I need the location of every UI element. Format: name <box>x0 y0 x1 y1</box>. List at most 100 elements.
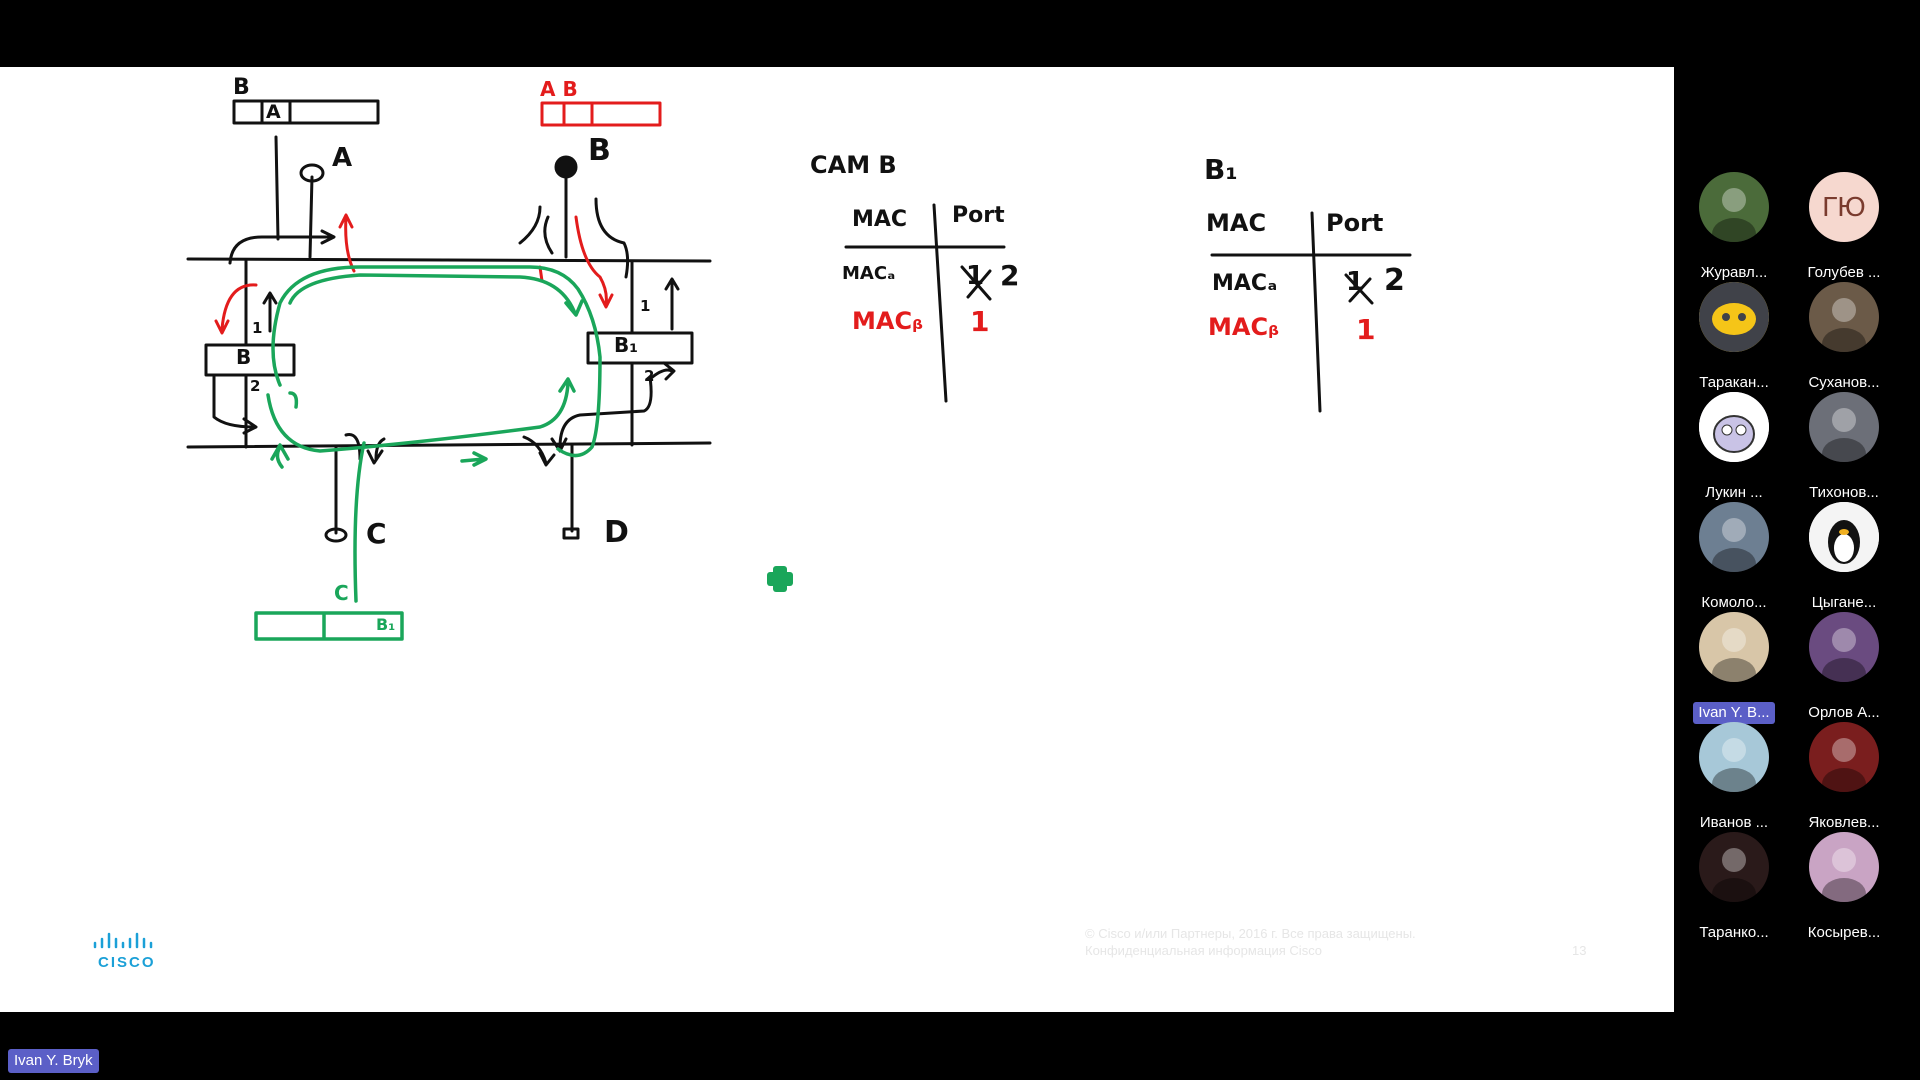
participant-name: Иванов ... <box>1699 814 1769 831</box>
participant-tile[interactable]: Тихонов... <box>1794 392 1894 502</box>
cam-b-strike <box>960 265 992 301</box>
participant-avatar <box>1809 392 1879 462</box>
confidential-line: Конфиденциальная информация Cisco <box>1085 943 1322 958</box>
participant-name: Таранко... <box>1699 924 1769 941</box>
cam-b-col-mac: MAC <box>852 207 908 232</box>
cam-b1-row1-crossed: 1 <box>1346 267 1365 297</box>
switch-b-port-2: 2 <box>250 377 261 395</box>
participant-tile[interactable]: Журавл... <box>1684 172 1784 282</box>
switch-b-port-1: 1 <box>252 319 263 337</box>
cisco-logo: CISCO <box>92 931 156 971</box>
switch-b1-box <box>586 331 694 365</box>
participant-name: Комоло... <box>1701 594 1767 611</box>
participant-avatar <box>1809 612 1879 682</box>
green-port-mark <box>288 391 299 409</box>
cam-b-row2-port: 1 <box>970 305 990 338</box>
switch-b1-port-2: 2 <box>644 367 655 385</box>
participant-avatar <box>1699 282 1769 352</box>
participant-avatar <box>1699 502 1769 572</box>
cam-b-col-port: Port <box>952 203 1005 228</box>
top-lan-line <box>186 257 712 263</box>
photo-avatar-icon <box>1822 848 1866 902</box>
frame-ab-label: A B <box>540 77 578 101</box>
participant-tile[interactable]: Комоло... <box>1684 502 1784 612</box>
host-d-label: D <box>604 515 629 550</box>
cam-b1-col-mac: MAC <box>1206 209 1267 237</box>
photo-avatar-icon <box>1822 298 1866 352</box>
arrow-d-area <box>522 435 556 467</box>
cam-b-row1-crossed: 1 <box>966 261 985 291</box>
shared-slide: B A A B A B C D B B₁ 1 2 1 2 C B₁ CAM B … <box>0 67 1674 1012</box>
photo-avatar-icon <box>1822 628 1866 682</box>
cam-b-row2-mac: MACᵦ <box>852 307 923 335</box>
host-a-link <box>274 135 314 259</box>
participant-name: Яковлев... <box>1808 814 1880 831</box>
switch-b-box <box>204 343 296 377</box>
participant-avatar <box>1809 832 1879 902</box>
frame-c-box <box>254 611 404 641</box>
participant-tile[interactable]: Цыгане... <box>1794 502 1894 612</box>
participant-tile[interactable]: Таранко... <box>1684 832 1784 942</box>
frame-c-cell: C <box>334 581 349 605</box>
participant-tile[interactable]: Лукин ... <box>1684 392 1784 502</box>
arrow-b-up <box>262 291 278 333</box>
photo-avatar-icon <box>1822 738 1866 792</box>
participant-name: Таракан... <box>1699 374 1769 391</box>
participant-name: Голубев ... <box>1807 264 1881 281</box>
photo-avatar-icon <box>1712 738 1756 792</box>
cam-b-row1-port: 2 <box>1000 259 1020 292</box>
green-loop-outer <box>271 265 602 458</box>
host-a-node <box>299 163 325 183</box>
cam-b1-row2-mac: MACᵦ <box>1208 313 1279 341</box>
frame-a-cell: A <box>266 101 281 123</box>
participant-name: Журавл... <box>1700 264 1768 281</box>
cam-b-title: CAM B <box>810 151 897 179</box>
host-a-label: A <box>332 143 353 173</box>
switch-b1-port-1: 1 <box>640 297 651 315</box>
arrow-b1-up <box>664 277 680 331</box>
footer-copyright: © Cisco и/или Партнеры, 2016 г. Все прав… <box>1085 925 1416 959</box>
participant-tile[interactable]: Иванов ... <box>1684 722 1784 832</box>
photo-avatar-icon <box>1712 628 1756 682</box>
participant-name: Цыгане... <box>1811 594 1877 611</box>
whiteboard-drawing <box>186 99 1412 641</box>
cam-b1-title: B₁ <box>1204 153 1238 186</box>
frame-a-box <box>232 99 380 125</box>
photo-avatar-icon <box>1822 408 1866 462</box>
cisco-logo-text: CISCO <box>98 954 156 971</box>
frame-ab-box <box>540 101 662 127</box>
host-c-node <box>324 527 348 543</box>
participant-avatar <box>1699 722 1769 792</box>
green-to-c <box>353 441 366 603</box>
green-loop-inner-top <box>288 273 584 317</box>
red-arrow-to-b <box>214 283 258 335</box>
arrow-right-down <box>594 197 630 279</box>
participant-name: Ivan Y. B... <box>1693 702 1775 724</box>
bottom-lan-line <box>186 441 712 449</box>
participant-tile[interactable]: Орлов А... <box>1794 612 1894 722</box>
participant-avatar <box>1699 392 1769 462</box>
host-d-node <box>562 527 580 540</box>
penguin-avatar-icon <box>1809 502 1879 572</box>
photo-avatar-icon <box>1712 848 1756 902</box>
participant-tile[interactable]: Суханов... <box>1794 282 1894 392</box>
frame-a-label: B <box>233 75 250 100</box>
cam-b1-strike <box>1344 273 1374 305</box>
participant-name: Суханов... <box>1808 374 1880 391</box>
discord-avatar-icon <box>1699 282 1769 352</box>
participant-avatar <box>1699 612 1769 682</box>
green-loop-bottom <box>266 377 576 453</box>
participant-avatar <box>1809 282 1879 352</box>
participant-tile[interactable]: Таракан... <box>1684 282 1784 392</box>
cam-b1-row1-port: 2 <box>1384 263 1405 298</box>
arrow-b-host <box>518 205 554 255</box>
participant-tile[interactable]: Яковлев... <box>1794 722 1894 832</box>
cam-b-row1-mac: MACₐ <box>842 263 896 284</box>
participant-tile[interactable]: Ivan Y. B... <box>1684 612 1784 724</box>
participant-name: Косырев... <box>1807 924 1881 941</box>
participant-avatar <box>1699 172 1769 242</box>
frame-a-dividers <box>260 99 292 125</box>
participant-tile[interactable]: Косырев... <box>1794 832 1894 942</box>
participant-name: Лукин ... <box>1705 484 1763 501</box>
